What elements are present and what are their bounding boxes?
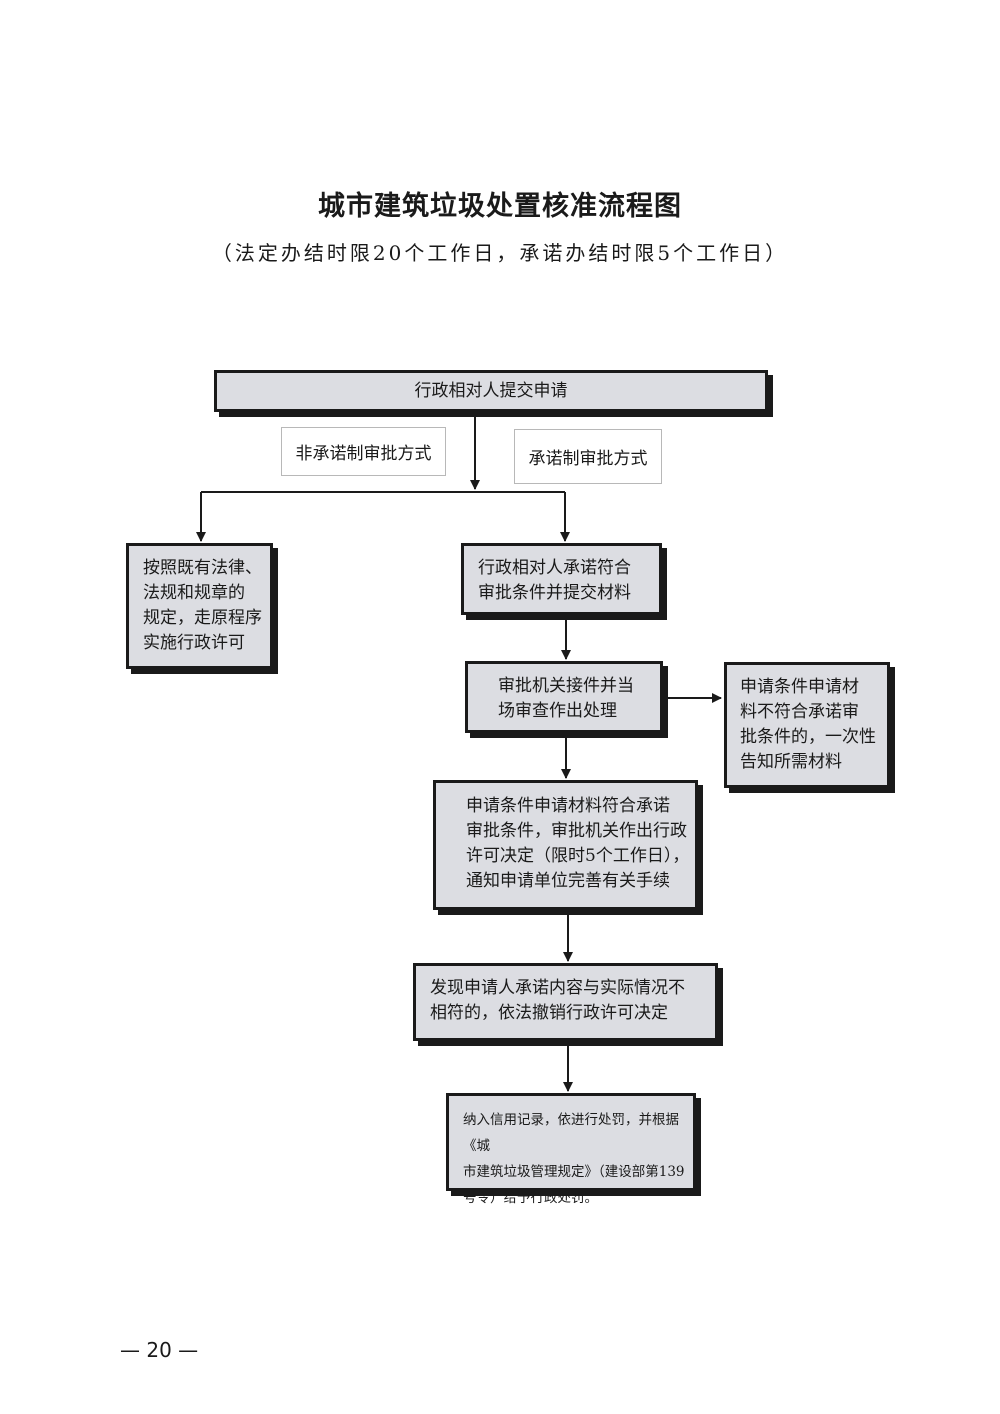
label-commitment-text: 承诺制审批方式 — [528, 449, 648, 469]
node-notify-text: 申请条件申请材 料不符合承诺审 批条件的，一次性 告知所需材料 — [740, 677, 876, 772]
node-accept-review: 审批机关接件并当 场审查作出处理 — [465, 661, 663, 733]
node-decision-text: 申请条件申请材料符合承诺 审批条件，审批机关作出行政 许可决定（限时5个工作日）… — [466, 796, 690, 891]
node-credit-text: 纳入信用记录，依进行处罚，并根据《城 市建筑垃圾管理规定》（建设部第139 号令… — [463, 1112, 685, 1206]
node-credit-penalty: 纳入信用记录，依进行处罚，并根据《城 市建筑垃圾管理规定》（建设部第139 号令… — [446, 1093, 696, 1206]
node-notify-materials: 申请条件申请材 料不符合承诺审 批条件的，一次性 告知所需材料 — [724, 662, 890, 788]
node-legacy-procedure: 按照既有法律、 法规和规章的 规定，走原程序 实施行政许可 — [126, 543, 273, 669]
node-legacy-text: 按照既有法律、 法规和规章的 规定，走原程序 实施行政许可 — [143, 558, 262, 653]
label-commitment: 承诺制审批方式 — [514, 429, 662, 484]
node-revoke-text: 发现申请人承诺内容与实际情况不 相符的，依法撤销行政许可决定 — [430, 978, 685, 1023]
node-revoke-permit: 发现申请人承诺内容与实际情况不 相符的，依法撤销行政许可决定 — [413, 963, 718, 1041]
node-promise-submit: 行政相对人承诺符合 审批条件并提交材料 — [461, 543, 662, 615]
page-subtitle: （法定办结时限20个工作日，承诺办结时限5个工作日） — [211, 241, 789, 265]
node-submit-text: 行政相对人提交申请 — [414, 380, 568, 401]
node-accept-text: 审批机关接件并当 场审查作出处理 — [498, 676, 634, 721]
page-number: — 20 — — [120, 1338, 199, 1362]
node-submit-application: 行政相对人提交申请 — [214, 370, 768, 412]
node-promise-text: 行政相对人承诺符合 审批条件并提交材料 — [478, 558, 631, 603]
label-non-commitment: 非承诺制审批方式 — [281, 427, 446, 476]
label-non-commitment-text: 非承诺制审批方式 — [295, 444, 432, 464]
page-title: 城市建筑垃圾处置核准流程图 — [318, 191, 682, 222]
node-permit-decision: 申请条件申请材料符合承诺 审批条件，审批机关作出行政 许可决定（限时5个工作日）… — [433, 780, 698, 910]
